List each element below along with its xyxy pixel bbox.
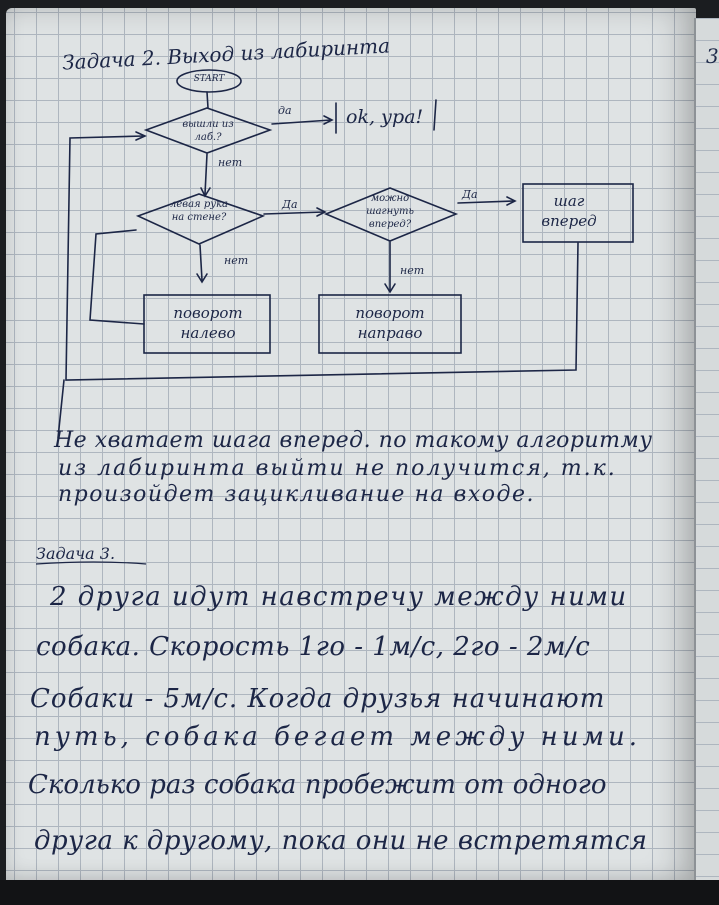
yes-left-label: Да [282, 198, 298, 211]
decision-left-wall [135, 193, 266, 245]
turn-right-label: поворот направо [355, 304, 425, 342]
end-box-right [433, 99, 437, 131]
decision-left-wall-label: левая рука на стене? [169, 199, 228, 223]
bottom-shadow [0, 880, 719, 905]
task3-title: Задача 3. [36, 544, 116, 563]
decision-forward [323, 187, 459, 242]
turn-left-label: поворот налево [173, 304, 243, 342]
conclusion-line-1: Не хватает шага вперед. по такому алгори… [54, 428, 653, 453]
start-oval [176, 69, 242, 93]
task3-line-1: 2 друга идут навстречу между ними [50, 582, 628, 612]
yes-forward-label: Да [462, 188, 478, 201]
task3-line-4: путь, собака бегает между ними. [34, 722, 642, 752]
step-forward-box [522, 183, 634, 243]
decision-exit [143, 107, 273, 154]
conclusion-line-3: произойдет зацикливание на входе. [58, 482, 535, 507]
no-left-label: нет [224, 254, 249, 267]
flowchart-drawing [35, 69, 634, 565]
end-label: ok, ура! [346, 106, 424, 128]
task3-line-2: собака. Скорость 1го - 1м/с, 2го - 2м/с [36, 632, 591, 662]
start-label: START [193, 74, 225, 84]
next-page-edge: 3 [694, 18, 719, 898]
conclusion-line-2: из лабиринта выйти не получится, т.к. [58, 456, 617, 481]
decision-forward-label: можно шагнуть вперед? [366, 193, 414, 230]
task3-line-3: Собаки - 5м/с. Когда друзья начинают [30, 684, 606, 714]
no-exit-label: нет [218, 156, 243, 169]
task3-line-5: Сколько раз собака пробежит от одного [28, 770, 607, 800]
notebook-page: Задача 2. Выход из лабиринта START вышли… [6, 8, 696, 888]
no-forward-label: нет [400, 264, 425, 277]
turn-right-box [318, 294, 462, 354]
yes-exit-label: да [278, 104, 292, 117]
task3-line-6: друга к другому, пока они не встретятся [34, 826, 648, 856]
decision-exit-label: вышли из лаб.? [182, 119, 234, 143]
next-page-mark: 3 [706, 44, 719, 68]
step-forward-label: шаг вперед [541, 192, 597, 230]
